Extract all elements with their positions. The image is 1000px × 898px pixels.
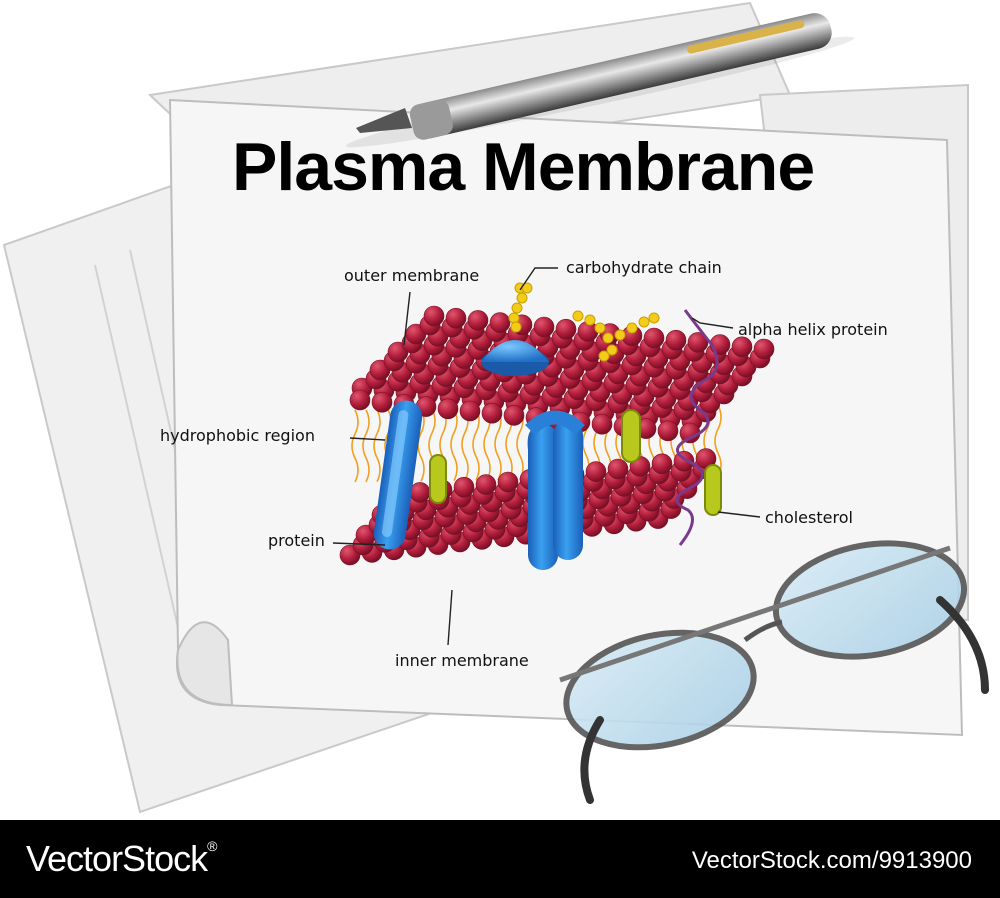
label-outer-membrane: outer membrane xyxy=(344,266,480,285)
leader-inner-membrane xyxy=(447,589,453,646)
leader-outer-membrane xyxy=(403,291,411,346)
phospholipid-head xyxy=(585,461,607,482)
eyeglasses xyxy=(559,540,989,804)
label-inner-membrane: inner membrane xyxy=(395,651,529,670)
sugar-unit xyxy=(606,344,618,356)
channel-protein-left xyxy=(373,400,423,550)
leader-alpha-helix xyxy=(691,317,734,329)
phospholipid-head xyxy=(489,312,511,333)
leader-hydrophobic-region xyxy=(349,437,386,441)
label-carbohydrate-chain: carbohydrate chain xyxy=(566,258,722,277)
sugar-unit xyxy=(511,302,523,314)
sugar-unit xyxy=(614,329,626,341)
lipid-tail xyxy=(351,409,359,483)
channel-protein-center xyxy=(525,410,585,570)
phospholipid-head xyxy=(591,413,613,435)
sugar-unit xyxy=(648,312,660,324)
label-hydrophobic-region: hydrophobic region xyxy=(160,426,315,445)
phospholipid-head xyxy=(533,316,555,338)
outer-membrane-layer xyxy=(349,305,775,444)
sugar-unit xyxy=(638,316,650,328)
pen xyxy=(345,13,855,148)
sugar-unit xyxy=(510,321,522,333)
leader-lines xyxy=(332,267,761,646)
phospholipid-head xyxy=(497,471,519,493)
sugar-unit xyxy=(572,310,584,322)
phospholipid-head xyxy=(731,336,753,358)
sugar-unit xyxy=(584,314,596,326)
registered-mark: ® xyxy=(207,838,217,854)
lipid-tail xyxy=(714,404,722,478)
illustration: Plasma Membrane outer membrane carbohydr… xyxy=(2,1,989,814)
lipid-tail xyxy=(494,407,502,481)
brand-logo: VectorStock® xyxy=(26,838,217,880)
alpha-helix-protein xyxy=(675,309,719,546)
sugar-unit xyxy=(626,322,638,334)
diagram-canvas xyxy=(2,1,989,814)
phospholipid-head xyxy=(555,318,577,340)
peripheral-protein xyxy=(481,340,549,376)
page-title: Plasma Membrane xyxy=(232,129,815,205)
phospholipid-head xyxy=(643,327,665,349)
leader-cholesterol xyxy=(717,511,761,518)
phospholipid-head xyxy=(423,305,445,327)
sugar-unit xyxy=(594,322,606,334)
phospholipid-head xyxy=(467,310,489,331)
sugar-unit xyxy=(508,312,520,324)
phospholipid-head xyxy=(481,402,503,424)
label-cholesterol: cholesterol xyxy=(765,508,853,527)
brand-name: VectorStock xyxy=(26,838,208,879)
phospholipid-head xyxy=(453,476,475,498)
phospholipid-head xyxy=(349,389,371,411)
phospholipid-head xyxy=(371,391,393,413)
sugar-unit xyxy=(602,332,614,344)
leader-protein xyxy=(332,542,386,546)
sugar-unit xyxy=(516,292,528,304)
phospholipid-head xyxy=(475,474,497,495)
lipid-tail xyxy=(472,407,480,481)
phospholipid-head xyxy=(409,482,431,503)
phospholipid-head xyxy=(459,400,481,422)
cholesterol-molecules xyxy=(429,409,722,516)
lipid-tail xyxy=(362,409,370,483)
phospholipid-head xyxy=(503,405,525,426)
lipid-tail xyxy=(450,408,458,482)
phospholipid-head xyxy=(607,458,629,480)
phospholipid-head xyxy=(657,420,679,442)
phospholipid-head xyxy=(665,329,687,351)
phospholipid-head xyxy=(687,332,709,353)
sugar-unit xyxy=(598,350,610,362)
label-alpha-helix-protein: alpha helix protein xyxy=(738,320,888,339)
membrane-model xyxy=(339,282,775,570)
carbohydrate-chains xyxy=(508,282,660,362)
image-credit: VectorStock.com/9913900 xyxy=(691,847,972,874)
phospholipid-head xyxy=(437,398,459,420)
watermark-bar: VectorStock® VectorStock.com/9913900 xyxy=(0,820,1000,898)
leader-carbohydrate-chain xyxy=(519,267,558,291)
phospholipid-head xyxy=(445,307,467,329)
label-protein: protein xyxy=(268,531,325,550)
paper-curl xyxy=(176,621,234,707)
phospholipid-head xyxy=(753,338,775,360)
lipid-tail xyxy=(373,409,381,483)
phospholipid-head xyxy=(651,453,673,475)
